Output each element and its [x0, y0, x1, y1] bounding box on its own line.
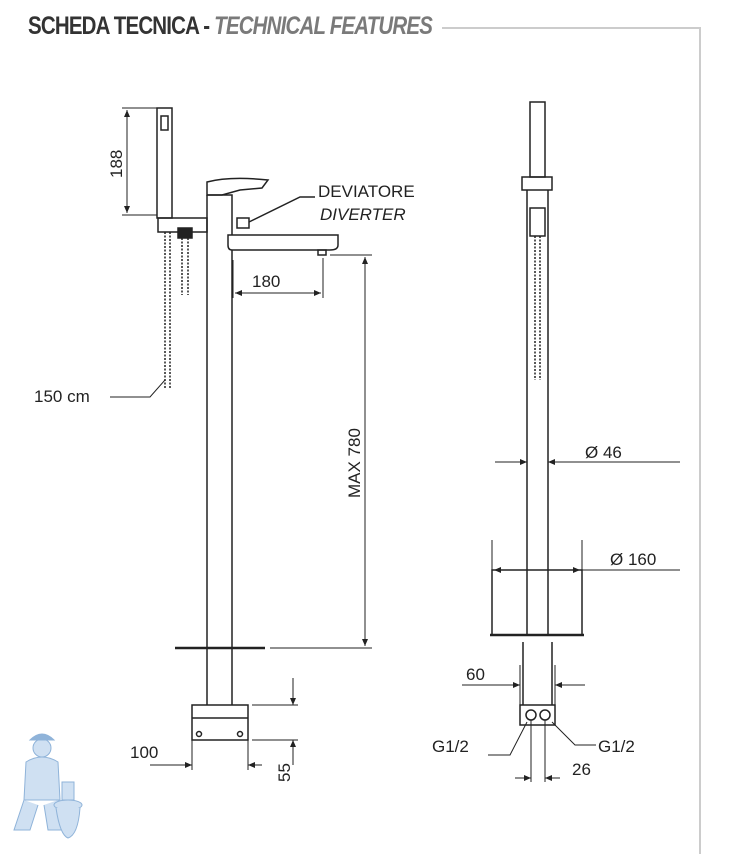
- max-height-label: MAX 780: [345, 428, 364, 498]
- hand-shower: [156, 107, 173, 219]
- shower-holder: [521, 176, 553, 191]
- title-italian: SCHEDA TECNICA -: [28, 12, 210, 40]
- side-labels: 188 DEVIATORE DIVERTER 180 150 cm MAX 78…: [34, 150, 415, 782]
- base-box: [191, 704, 249, 741]
- side-view: [156, 107, 339, 741]
- cover-diameter-label: Ø 160: [610, 550, 656, 569]
- column: [206, 194, 233, 648]
- spout: [227, 234, 339, 251]
- connection-left-label: G1/2: [432, 737, 469, 756]
- front-labels: Ø 46 Ø 160 60 G1/2 G1/2 26: [432, 443, 656, 779]
- hand-shower-height-label: 188: [107, 150, 126, 178]
- column: [526, 190, 549, 635]
- spout-reach-label: 180: [252, 272, 280, 291]
- plumber-logo-icon: [13, 733, 83, 839]
- cover: [491, 569, 583, 636]
- lever: [206, 177, 270, 196]
- front-dimensions: [462, 459, 680, 782]
- base-width-label: 100: [130, 743, 158, 762]
- page-title: SCHEDA TECNICA - TECHNICAL FEATURES: [28, 12, 433, 41]
- side-dimensions: [110, 107, 372, 770]
- connection-right-label: G1/2: [598, 737, 635, 756]
- front-base-width-label: 60: [466, 665, 485, 684]
- base: [519, 704, 556, 726]
- hand-shower: [529, 101, 546, 178]
- connector: [529, 207, 546, 237]
- diverter-label-it: DEVIATORE: [318, 182, 415, 201]
- aerator: [317, 249, 327, 256]
- base-height-label: 55: [275, 763, 294, 782]
- supply-hose: [181, 238, 189, 295]
- diverter-label-en: DIVERTER: [320, 205, 406, 224]
- front-view: [490, 101, 584, 726]
- column-diameter-label: Ø 46: [585, 443, 622, 462]
- diverter-knob: [236, 217, 250, 229]
- frame: [442, 27, 701, 854]
- shower-hose: [164, 232, 171, 388]
- connection-spacing-label: 26: [572, 760, 591, 779]
- hose: [534, 236, 541, 380]
- title-english: TECHNICAL FEATURES: [214, 12, 433, 40]
- hose-length-label: 150 cm: [34, 387, 90, 406]
